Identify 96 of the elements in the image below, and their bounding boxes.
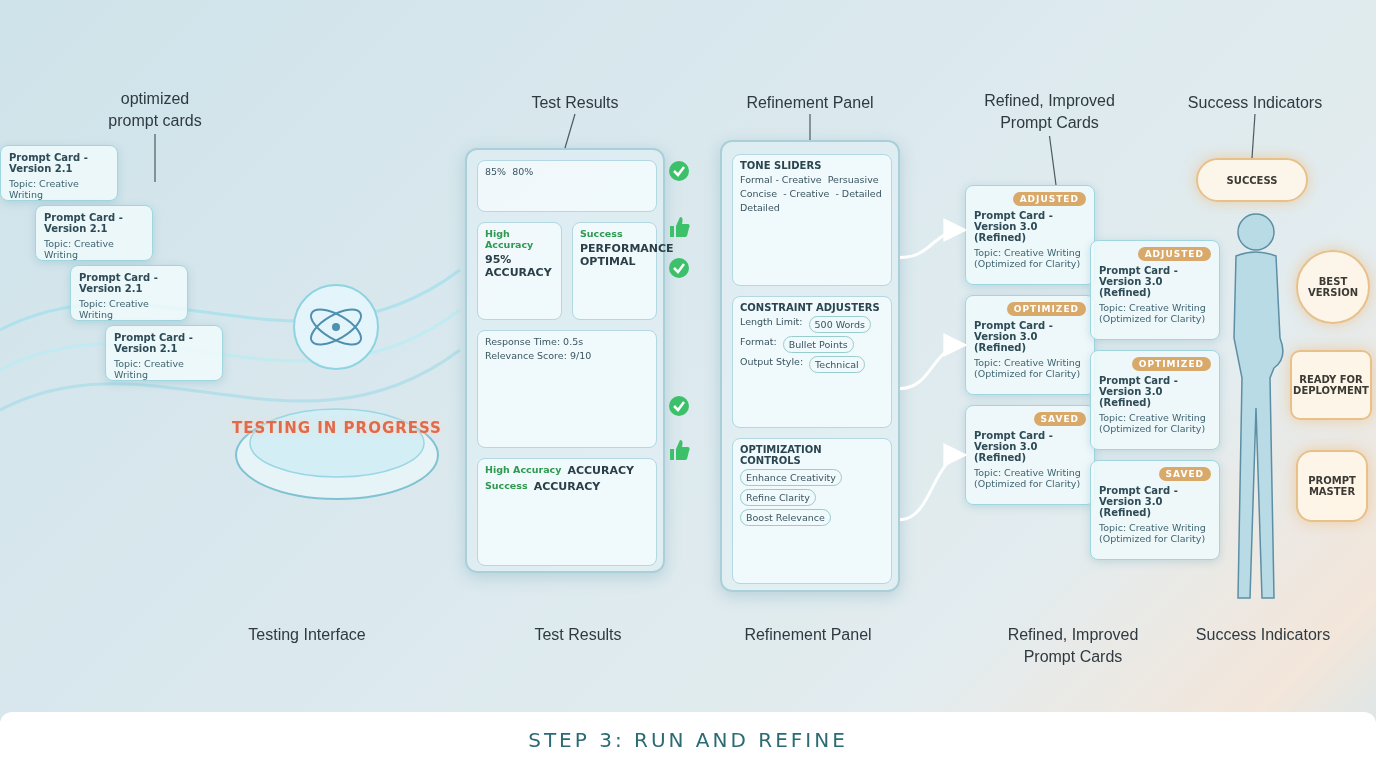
card-topic: Topic: Creative Writing bbox=[9, 178, 80, 200]
leader-line bbox=[1048, 135, 1057, 186]
award-badge bbox=[1296, 450, 1368, 522]
leader-line bbox=[1251, 113, 1256, 159]
award-badge bbox=[1290, 350, 1372, 420]
section-label: Refined, Improved Prompt Cards bbox=[1006, 625, 1140, 667]
prompt-card bbox=[105, 325, 223, 381]
section-label: Refinement Panel bbox=[725, 92, 895, 114]
metric-label: Length Limit: bbox=[740, 316, 803, 329]
badge-text: SUCCESS bbox=[1226, 174, 1278, 186]
status-text: TESTING IN PROGRESS bbox=[232, 419, 442, 437]
refinement-panel bbox=[720, 140, 900, 592]
section-heading: OPTIMIZATION CONTROLS bbox=[740, 444, 823, 466]
card-topic: Topic: Creative Writing bbox=[114, 358, 185, 380]
progress-bars-card bbox=[477, 160, 657, 212]
refined-prompt-card bbox=[1090, 350, 1220, 450]
status-tag: ADJUSTED bbox=[1012, 192, 1086, 206]
refined-prompt-card bbox=[1090, 460, 1220, 560]
line-chart-card bbox=[477, 330, 657, 448]
card-title: Prompt Card - Version 3.0 (Refined) bbox=[974, 210, 1054, 243]
status-tag: SAVED bbox=[1033, 412, 1086, 426]
card-topic: Topic: Creative Writing (Optimized for Clarity) bbox=[974, 247, 1082, 269]
leader-line bbox=[564, 113, 576, 149]
metric-label: PERFORMANCE OPTIMAL bbox=[580, 242, 674, 268]
section-label: Success Indicators bbox=[1170, 92, 1340, 114]
controls-card bbox=[732, 438, 892, 584]
card-topic: Topic: Creative Writing (Optimized for Clarity) bbox=[974, 467, 1082, 489]
caption: STEP 3: RUN AND REFINE bbox=[528, 728, 848, 752]
card-title: Prompt Card - Version 3.0 (Refined) bbox=[1099, 375, 1179, 408]
refined-prompt-card bbox=[965, 295, 1095, 395]
badge-text: BEST VERSION bbox=[1306, 276, 1360, 298]
card-title: Prompt Card - Version 2.1 bbox=[44, 212, 124, 234]
arrow bbox=[899, 446, 968, 522]
card-title: Prompt Card - Version 3.0 (Refined) bbox=[974, 430, 1054, 463]
leader-line bbox=[154, 133, 156, 183]
metric-label: Success bbox=[485, 480, 528, 493]
section-label: Refined, Improved Prompt Cards bbox=[962, 90, 1137, 136]
metric-label: ACCURACY bbox=[533, 480, 601, 493]
settings-card bbox=[732, 296, 892, 428]
section-label: Test Results bbox=[505, 92, 645, 114]
prompt-card bbox=[35, 205, 153, 261]
metric-label: Success bbox=[580, 228, 623, 239]
section-label: Refinement Panel bbox=[743, 625, 873, 645]
status-tag: OPTIMIZED bbox=[1006, 302, 1086, 316]
metric-label: - Detailed bbox=[835, 188, 882, 199]
badge-text: READY FOR DEPLOYMENT bbox=[1292, 374, 1370, 396]
metric-label: Format: bbox=[740, 336, 777, 349]
metric-label: Persuasive bbox=[827, 174, 879, 185]
badge-text: PROMPT MASTER bbox=[1307, 475, 1357, 497]
metric-label: Detailed bbox=[740, 202, 780, 213]
metric-label: High Accuracy bbox=[485, 464, 562, 477]
card-title: Prompt Card - Version 2.1 bbox=[114, 332, 194, 354]
prompt-card bbox=[0, 145, 118, 201]
leader-line bbox=[809, 113, 811, 141]
section-heading: CONSTRAINT ADJUSTERS bbox=[740, 302, 881, 313]
card-topic: Topic: Creative Writing (Optimized for Clarity) bbox=[1099, 302, 1207, 324]
metric-label: Formal - Creative bbox=[740, 174, 822, 185]
arrow bbox=[899, 335, 968, 391]
metric-label: 95% ACCURACY bbox=[485, 253, 553, 279]
metric-label: Response Time: 0.5s bbox=[485, 336, 584, 347]
slider-card bbox=[732, 154, 892, 286]
section-label: Test Results bbox=[533, 625, 623, 645]
card-topic: Topic: Creative Writing (Optimized for Clarity) bbox=[974, 357, 1082, 379]
status-tag: ADJUSTED bbox=[1137, 247, 1211, 261]
metric-label: 85% bbox=[485, 166, 507, 177]
metric-label: - Creative bbox=[783, 188, 830, 199]
card-topic: Topic: Creative Writing bbox=[44, 238, 115, 260]
refined-prompt-card bbox=[965, 185, 1095, 285]
prompt-card bbox=[70, 265, 188, 321]
gauge-card bbox=[477, 458, 657, 566]
metric-label: Output Style: bbox=[740, 356, 804, 369]
section-label: optimized prompt cards bbox=[95, 88, 215, 134]
metric-label: 80% bbox=[512, 166, 534, 177]
card-topic: Topic: Creative Writing (Optimized for Clarity) bbox=[1099, 412, 1207, 434]
section-label: Success Indicators bbox=[1194, 625, 1332, 645]
card-title: Prompt Card - Version 3.0 (Refined) bbox=[1099, 485, 1179, 518]
card-title: Prompt Card - Version 2.1 bbox=[79, 272, 159, 294]
metric-label: Concise bbox=[740, 188, 778, 199]
gauge-card bbox=[477, 222, 562, 320]
status-tag: SAVED bbox=[1158, 467, 1211, 481]
metric-label: Relevance Score: 9/10 bbox=[485, 350, 592, 361]
award-badge bbox=[1296, 250, 1370, 324]
card-title: Prompt Card - Version 2.1 bbox=[9, 152, 89, 174]
card-title: Prompt Card - Version 3.0 (Refined) bbox=[1099, 265, 1179, 298]
section-heading: TONE SLIDERS bbox=[740, 160, 823, 171]
card-title: Prompt Card - Version 3.0 (Refined) bbox=[974, 320, 1054, 353]
status-tag: OPTIMIZED bbox=[1131, 357, 1211, 371]
card-topic: Topic: Creative Writing (Optimized for Clarity) bbox=[1099, 522, 1207, 544]
metric-label: High Accuracy bbox=[485, 228, 535, 250]
refined-prompt-card bbox=[1090, 240, 1220, 340]
success-badge bbox=[1196, 158, 1308, 202]
arrow bbox=[899, 219, 968, 259]
card-topic: Topic: Creative Writing bbox=[79, 298, 150, 320]
section-label: Testing Interface bbox=[247, 625, 367, 645]
metric-label: ACCURACY bbox=[567, 464, 634, 477]
refined-prompt-card bbox=[965, 405, 1095, 505]
